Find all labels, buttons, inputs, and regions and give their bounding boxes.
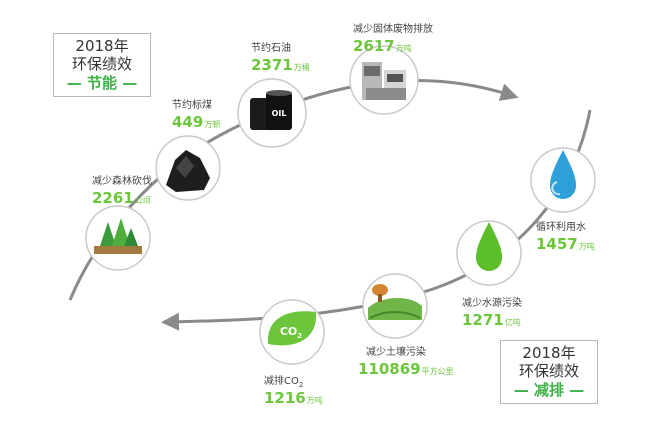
oil-text: OIL [272, 109, 287, 118]
water-drop-icon [530, 147, 596, 213]
value-number: 1216 [264, 389, 306, 407]
value-unit: 万桶 [293, 63, 310, 72]
co2-icon-text: CO [280, 325, 297, 338]
panel-title: — 减排 — [513, 381, 585, 399]
value-unit: 亿吨 [504, 318, 521, 327]
value-number: 1271 [462, 311, 504, 329]
value-number: 1457 [536, 235, 578, 253]
forest-value: 2261公顷 [92, 189, 151, 210]
coal-icon [155, 135, 221, 201]
value-unit: 万吨 [306, 396, 323, 405]
co2-label-text: 减排CO [264, 376, 299, 387]
value-number: 2371 [251, 56, 293, 74]
emission-reduction-panel: 2018年 环保绩效 — 减排 — [500, 340, 598, 404]
value-unit: 公顷 [134, 196, 151, 205]
value-number: 449 [172, 113, 204, 131]
forest-label: 减少森林砍伐 [92, 176, 152, 187]
water-recycle-label: 循环利用水 [536, 222, 586, 233]
value-number: 2261 [92, 189, 134, 207]
forest-icon [85, 205, 151, 271]
co2-leaf-icon: CO2 [259, 299, 325, 365]
energy-saving-panel: 2018年 环保绩效 — 节能 — [53, 33, 151, 97]
water-recycle-value: 1457万吨 [536, 235, 595, 256]
value-unit: 平方公里 [421, 367, 454, 376]
water-pollution-value: 1271亿吨 [462, 311, 521, 332]
value-unit: 万吨 [395, 44, 412, 53]
co2-value: 1216万吨 [264, 389, 323, 410]
water-pollution-label: 减少水源污染 [462, 298, 522, 309]
soil-label: 减少土壤污染 [366, 347, 426, 358]
svg-text:CO2: CO2 [280, 325, 302, 340]
oil-barrel-icon: OIL [237, 78, 307, 148]
panel-year: 2018年 [75, 37, 129, 55]
value-unit: 万顿 [204, 120, 221, 129]
oil-label: 节约石油 [251, 43, 291, 54]
value-number: 2617 [353, 37, 395, 55]
waste-label: 减少固体废物排放 [353, 24, 433, 35]
co2-label-subscript: 2 [298, 381, 304, 389]
waste-value: 2617万吨 [353, 37, 412, 58]
farmland-icon [362, 273, 428, 339]
value-unit: 万吨 [578, 242, 595, 251]
panel-subtitle: 环保绩效 [518, 362, 579, 380]
green-drop-icon [456, 220, 522, 286]
coal-value: 449万顿 [172, 113, 220, 134]
panel-year: 2018年 [522, 344, 576, 362]
oil-value: 2371万桶 [251, 56, 310, 77]
coal-label: 节约标煤 [172, 100, 212, 111]
panel-subtitle: 环保绩效 [71, 55, 132, 73]
panel-title: — 节能 — [66, 74, 138, 92]
value-number: 110869 [358, 360, 421, 378]
co2-label: 减排CO2 [264, 376, 303, 391]
co2-icon-subscript: 2 [297, 332, 302, 340]
waste-machine-icon [349, 45, 419, 115]
soil-value: 110869平方公里 [358, 360, 454, 381]
